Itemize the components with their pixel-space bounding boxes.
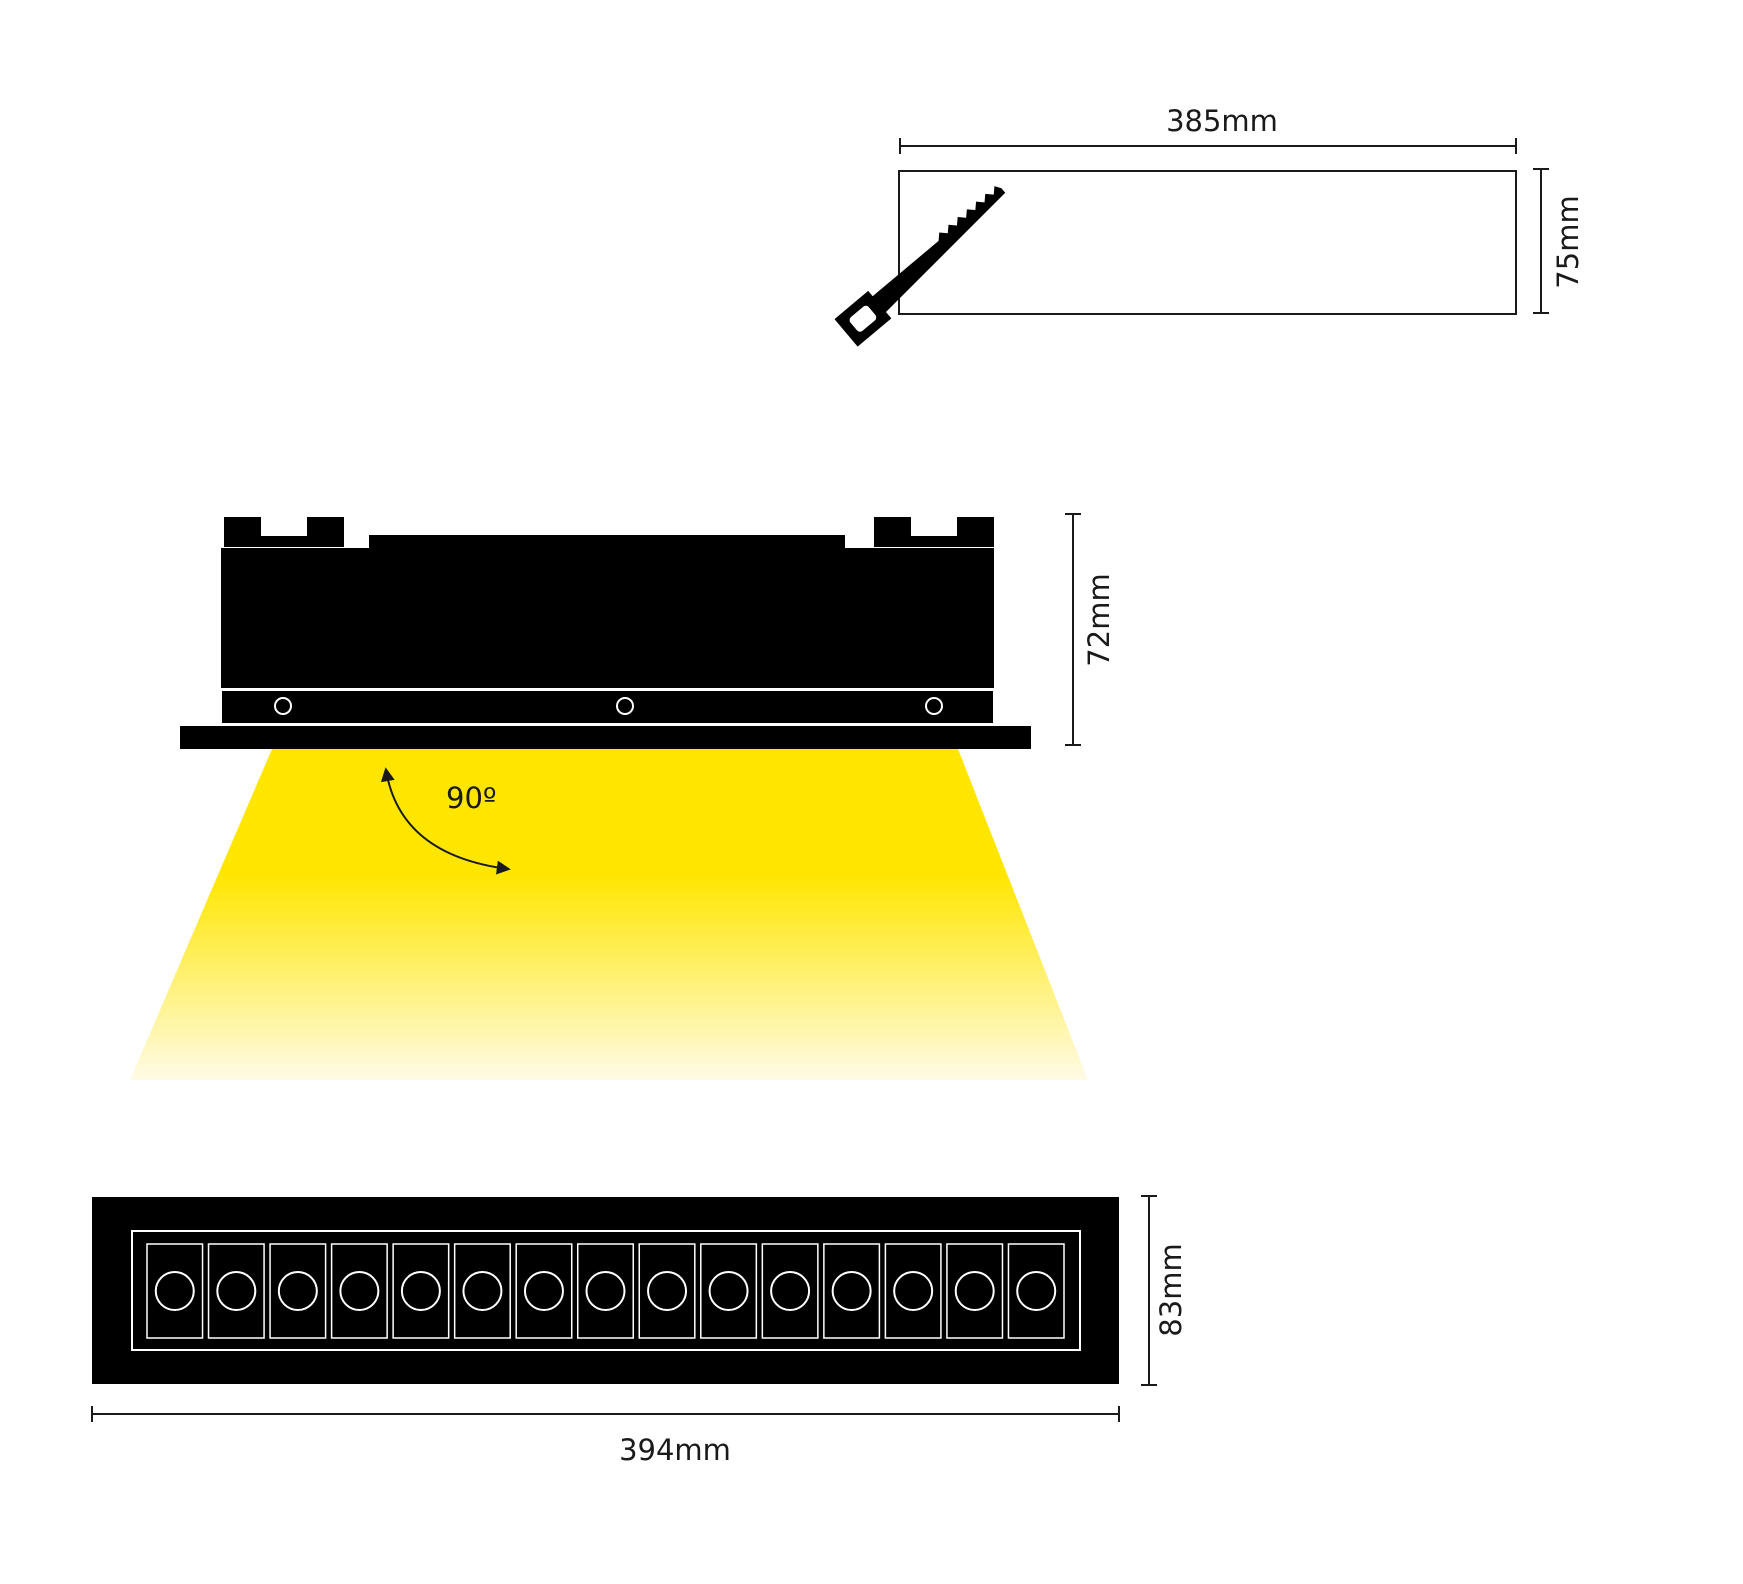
front-width-label: 394mm <box>619 1433 731 1467</box>
cutout-height-dimension: 75mm <box>1533 168 1585 314</box>
side-height-dimension: 72mm <box>1065 513 1116 746</box>
led-lens <box>770 1271 811 1311</box>
screw-center <box>616 697 634 715</box>
front-height-dimension: 83mm <box>1141 1195 1188 1386</box>
led-lens <box>708 1271 749 1311</box>
mounting-clip-right <box>874 517 994 547</box>
screw-right <box>925 697 943 715</box>
led-lens <box>154 1271 195 1311</box>
screw-left <box>274 697 292 715</box>
saw-icon <box>834 186 1006 347</box>
front-inner-frame <box>131 1230 1081 1351</box>
led-lens <box>585 1271 626 1311</box>
led-lens <box>893 1271 934 1311</box>
trim-flange <box>180 726 1031 749</box>
light-beam <box>130 749 1088 1080</box>
front-width-dimension: 394mm <box>91 1406 1120 1467</box>
cutout-width-label: 385mm <box>1166 104 1278 138</box>
front-height-label: 83mm <box>1154 1243 1188 1336</box>
front-view: 83mm 394mm <box>91 1195 1188 1467</box>
side-view: 90º 72mm <box>130 513 1116 1080</box>
cutout-height-label: 75mm <box>1551 195 1585 288</box>
led-lens <box>462 1271 503 1311</box>
led-lens <box>831 1271 872 1311</box>
led-lens <box>216 1271 257 1311</box>
led-lens <box>339 1271 380 1311</box>
mounting-clip-left <box>224 517 344 547</box>
side-height-label: 72mm <box>1082 573 1116 666</box>
led-lens <box>954 1271 995 1311</box>
housing-body <box>221 535 994 688</box>
led-lens <box>277 1271 318 1311</box>
led-lens <box>647 1271 688 1311</box>
led-lens <box>1016 1271 1057 1311</box>
housing-lower-band <box>220 689 995 725</box>
led-array <box>146 1243 1065 1339</box>
beam-angle-label: 90º <box>446 781 497 815</box>
beam-angle-arrow <box>380 767 511 875</box>
cutout-width-dimension: 385mm <box>899 104 1517 154</box>
cutout-diagram: 385mm 75mm <box>834 104 1585 347</box>
led-lens <box>400 1271 441 1311</box>
cutout-rectangle <box>898 170 1517 315</box>
led-lens <box>523 1271 564 1311</box>
